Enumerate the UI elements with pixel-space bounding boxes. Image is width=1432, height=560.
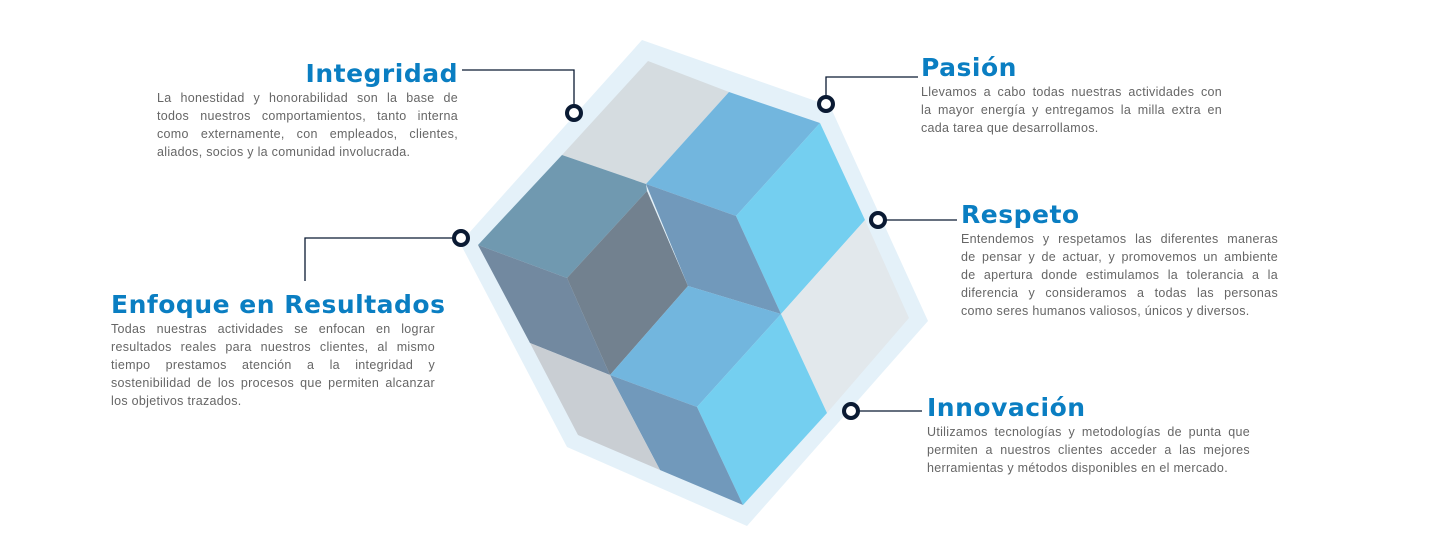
value-pasion: Pasión Llevamos a cabo todas nuestras ac… xyxy=(921,53,1222,137)
marker-dot-enfoque xyxy=(452,229,470,247)
value-innovacion: Innovación Utilizamos tecnologías y meto… xyxy=(927,393,1250,477)
value-text-line: de apertura donde estimulamos la toleran… xyxy=(961,268,1278,282)
value-text-line: Llevamos a cabo todas nuestras actividad… xyxy=(921,85,1222,99)
face-upper-blue-top xyxy=(646,92,820,216)
value-text-line: Entendemos y respetamos las diferentes m… xyxy=(961,232,1278,246)
value-text-line: Todas nuestras actividades se enfocan en… xyxy=(111,322,435,336)
value-text-line: aliados, socios y la comunidad involucra… xyxy=(157,145,411,159)
value-title: Enfoque en Resultados xyxy=(111,290,446,319)
value-text-line: La honestidad y honorabilidad son la bas… xyxy=(157,91,458,105)
value-text-line: tiempo prestamos atención a la integrida… xyxy=(111,358,435,372)
value-text-line: los objetivos trazados. xyxy=(111,394,242,408)
value-text-line: como seres humanos valiosos, únicos y di… xyxy=(961,304,1250,318)
face-right-gray xyxy=(781,220,909,413)
face-top-gray xyxy=(562,61,729,184)
value-respeto: Respeto Entendemos y respetamos las dife… xyxy=(961,200,1278,320)
marker-dot-integridad xyxy=(565,104,583,122)
face-upper-cyan xyxy=(736,123,865,314)
value-text-line: como externamente, con empleados, client… xyxy=(157,127,458,141)
connector-pasion xyxy=(825,76,918,97)
value-text-line: todos nuestros comportamientos, tanto in… xyxy=(157,109,458,123)
value-integridad: Integridad La honestidad y honorabilidad… xyxy=(157,59,458,161)
value-text-line: herramientas y métodos disponibles en el… xyxy=(927,461,1228,475)
face-lower-blue-top xyxy=(610,286,781,407)
value-text-line: resultados reales para nuestros clientes… xyxy=(111,340,435,354)
value-enfoque-en-resultados: Enfoque en Resultados Todas nuestras act… xyxy=(111,290,446,410)
connector-integridad xyxy=(462,69,575,106)
marker-dot-innovacion xyxy=(842,402,860,420)
marker-dot-respeto xyxy=(869,211,887,229)
value-title: Respeto xyxy=(961,200,1080,229)
connector-enfoque xyxy=(304,237,454,281)
value-text-line: permiten a nuestros clientes acceder a l… xyxy=(927,443,1250,457)
marker-dot-pasion xyxy=(817,95,835,113)
face-left-lower xyxy=(478,245,610,375)
face-bottom-gray xyxy=(530,343,660,470)
face-lower-cyan xyxy=(697,314,827,505)
value-text-line: cada tarea que desarrollamos. xyxy=(921,121,1099,135)
value-title: Innovación xyxy=(927,393,1086,422)
face-center-dark xyxy=(567,191,688,375)
value-text-line: la mayor energía y entregamos la milla e… xyxy=(921,103,1222,117)
value-text-line: de pensar y de actuar, y promovemos un a… xyxy=(961,250,1278,264)
value-title: Integridad xyxy=(305,59,458,88)
value-text-line: sostenibilidad de los procesos que permi… xyxy=(111,376,435,390)
face-left-top xyxy=(478,155,647,278)
value-text-line: Utilizamos tecnologías y metodologías de… xyxy=(927,425,1250,439)
face-lower-steel xyxy=(610,375,743,505)
face-middle-steel xyxy=(646,184,781,314)
value-title: Pasión xyxy=(921,53,1017,82)
value-text-line: diferencia y consideramos a todas las pe… xyxy=(961,286,1278,300)
